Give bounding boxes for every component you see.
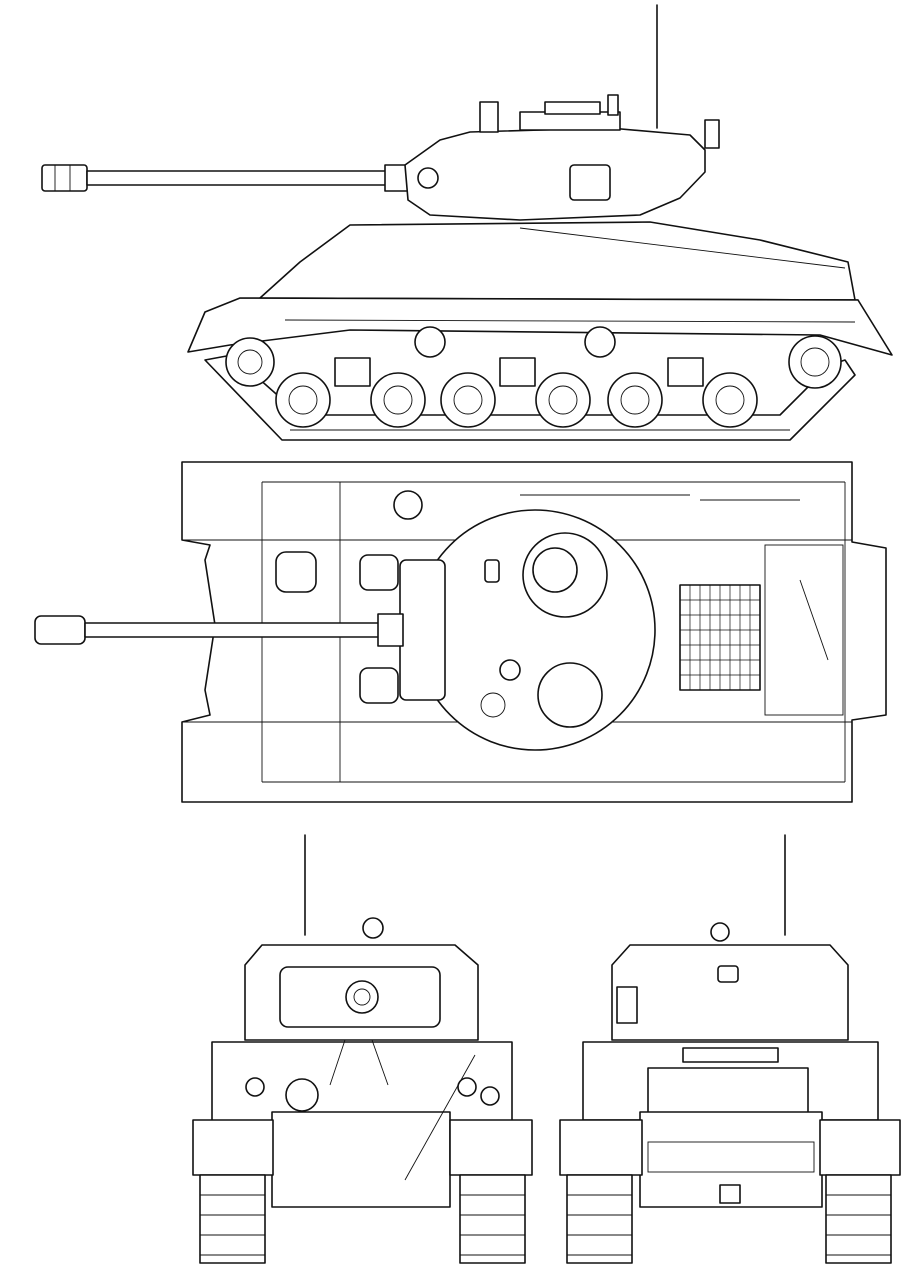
front-transmission-cover — [271, 1111, 451, 1208]
front-fender-left — [192, 1119, 274, 1176]
top-mantlet — [399, 559, 446, 701]
top-loader-hatch — [537, 662, 603, 728]
front-bow-mg-mount — [285, 1078, 319, 1112]
front-track-left — [199, 1174, 266, 1264]
rear-cupola — [710, 922, 730, 942]
top-hull-hatch — [275, 551, 317, 593]
rear-track-right — [825, 1174, 892, 1264]
front-fender-right — [449, 1119, 533, 1176]
top-driver-hatch — [359, 554, 399, 591]
side-view — [41, 4, 893, 441]
side-road-wheels — [275, 372, 758, 428]
rear-view — [559, 834, 901, 1264]
front-cupola — [362, 917, 384, 939]
front-headlight — [245, 1077, 265, 1097]
side-upper-hull — [259, 221, 856, 301]
top-view — [34, 461, 887, 803]
side-return-roller — [584, 326, 616, 358]
top-tool — [799, 579, 829, 661]
rear-turret-eye — [717, 965, 739, 983]
front-siren — [480, 1086, 500, 1106]
side-turret-lifting-eye — [569, 164, 611, 201]
front-view — [192, 834, 533, 1264]
rear-turret-stowage — [616, 986, 638, 1024]
front-headlight — [457, 1077, 477, 1097]
top-gun-barrel — [34, 613, 404, 647]
front-gun-muzzle — [345, 980, 379, 1014]
rear-exhaust-louvres — [647, 1141, 815, 1173]
top-vent — [499, 659, 521, 681]
top-periscope — [484, 559, 500, 583]
side-drive-sprocket — [225, 337, 275, 387]
side-bogie — [499, 357, 536, 387]
rear-grille — [682, 1047, 779, 1063]
rear-tow-hook — [719, 1184, 741, 1204]
rear-plate — [647, 1067, 809, 1114]
side-return-roller — [414, 326, 446, 358]
side-lower-hull — [187, 297, 893, 356]
rear-fender-left — [559, 1119, 643, 1176]
side-turret — [404, 127, 706, 221]
side-cupola — [479, 94, 720, 149]
top-codriver-hatch — [359, 667, 399, 704]
side-mantlet-pivot — [417, 167, 439, 189]
side-gun-barrel — [41, 164, 411, 192]
rear-track-left — [566, 1174, 633, 1264]
side-idler-wheel — [788, 335, 842, 389]
rear-turret — [611, 944, 849, 1041]
side-bogie — [667, 357, 704, 387]
rear-fender-right — [819, 1119, 901, 1176]
top-engine-deck — [764, 544, 844, 716]
side-bogie — [334, 357, 371, 387]
top-hatch-round — [393, 490, 423, 520]
front-track-right — [459, 1174, 526, 1264]
